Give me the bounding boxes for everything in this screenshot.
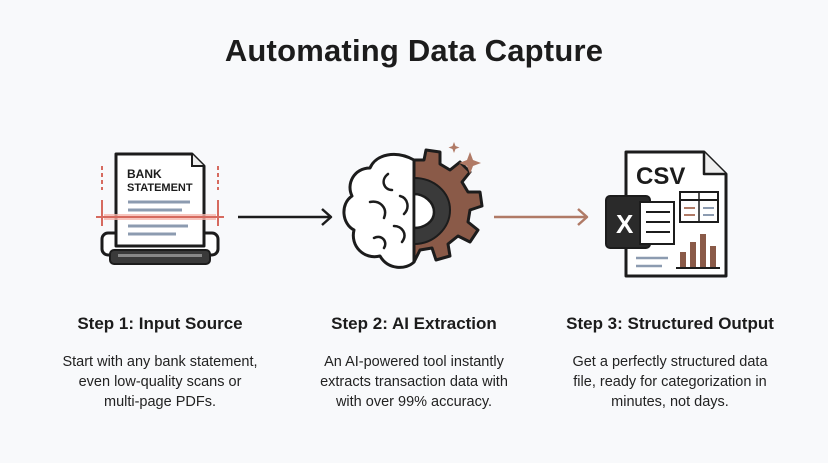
arrow-right-icon — [494, 208, 589, 226]
brain-gear-icon — [342, 142, 484, 269]
step-3-desc-line-1: Get a perfectly structured data — [572, 354, 768, 370]
scanner-document-icon: BANK STATEMENT — [96, 152, 224, 265]
step-1-description: Start with any bank statement, even low-… — [30, 352, 290, 412]
arrow-right-icon — [238, 208, 333, 226]
doc-label-statement: STATEMENT — [127, 182, 193, 194]
step-1-heading: Step 1: Input Source — [77, 314, 243, 333]
step-2-desc-line-1: An AI-powered tool instantly — [324, 354, 504, 370]
step-3-description: Get a perfectly structured data file, re… — [540, 352, 800, 412]
step-2-heading: Step 2: AI Extraction — [331, 314, 497, 333]
step-3-desc-line-2: file, ready for categorization in — [573, 374, 767, 390]
step-2-description: An AI-powered tool instantly extracts tr… — [284, 352, 544, 412]
step-3-heading: Step 3: Structured Output — [566, 314, 774, 333]
step-1-desc-line-2: even low-quality scans or — [78, 374, 242, 390]
step-2-desc-line-2: extracts transaction data with — [320, 374, 508, 390]
doc-label-bank: BANK — [127, 167, 162, 181]
excel-x-letter: X — [616, 209, 634, 239]
csv-label: CSV — [636, 163, 685, 190]
step-2-desc-line-3: with over 99% accuracy. — [335, 394, 493, 410]
page-title: Automating Data Capture — [224, 33, 604, 68]
csv-spreadsheet-icon: CSV X — [605, 150, 728, 278]
step-3-desc-line-3: minutes, not days. — [611, 394, 729, 410]
step-1-desc-line-1: Start with any bank statement, — [62, 354, 258, 370]
step-1-desc-line-3: multi-page PDFs. — [103, 394, 216, 410]
